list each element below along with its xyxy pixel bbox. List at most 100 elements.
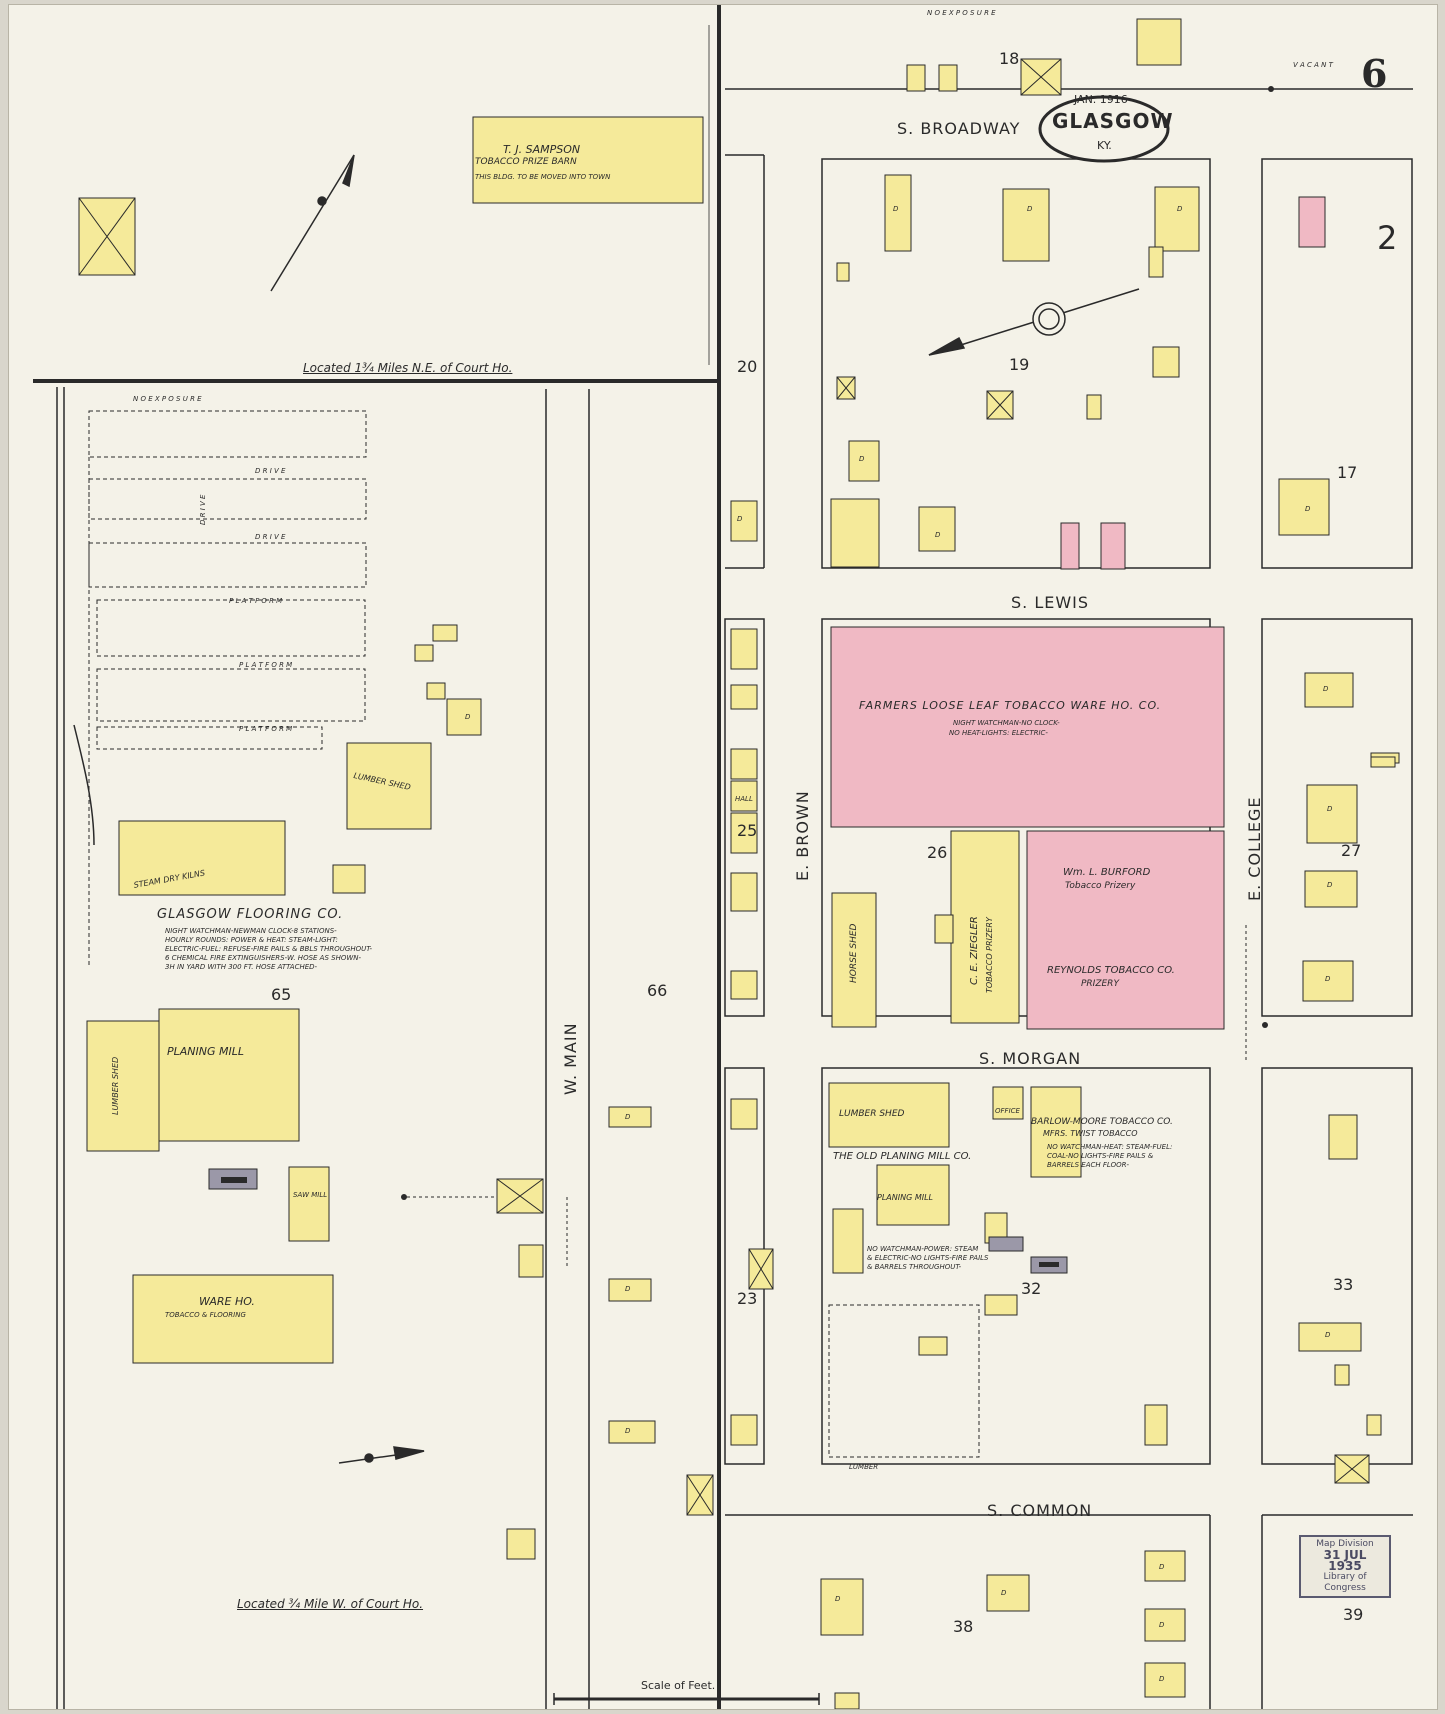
building-note: & ELECTRIC-NO LIGHTS-FIRE PAILS [867,1254,989,1262]
company-label: GLASGOW FLOORING CO. [157,907,344,922]
vacant-label: V A C A N T [1293,61,1333,69]
dwelling-mark: D [1001,1589,1007,1597]
building-label: REYNOLDS TOBACCO CO. [1047,965,1175,976]
building-label: LUMBER SHED [839,1109,905,1119]
block-number: 39 [1343,1605,1364,1624]
street-college: E. COLLEGE [1245,796,1264,902]
building-note: HOURLY ROUNDS: POWER & HEAT: STEAM-LIGHT… [165,936,338,944]
company-label: BARLOW-MOORE TOBACCO CO. [1031,1117,1173,1127]
sheet-number: 6 [1361,51,1388,96]
building-note: NIGHT WATCHMAN-NO CLOCK- [953,719,1060,727]
building-label: PRIZERY [1081,979,1119,989]
building-label: PLANING MILL [877,1193,933,1202]
dwelling-mark: D [1027,205,1033,213]
dwelling-mark: D [465,713,471,721]
building-label: HORSE SHED [849,923,859,983]
drive-label: D R I V E [255,533,286,541]
dwelling-mark: D [1325,975,1331,983]
map-city-title: GLASGOW [1052,109,1174,133]
stamp-date: 31 JUL 1935 [1323,1548,1367,1573]
dwelling-mark: D [1177,205,1183,213]
dwelling-mark: D [625,1113,631,1121]
dwelling-mark: D [893,205,899,213]
platform-label: P L A T F O R M [229,597,283,605]
building-label: TOBACCO PRIZERY [985,917,994,993]
dwelling-mark: D [1327,805,1333,813]
street-lewis: S. LEWIS [1011,593,1090,612]
map-state: KY. [1097,139,1112,152]
stamp-line: Library of Congress [1323,1572,1367,1593]
building-note: NO WATCHMAN-HEAT: STEAM-FUEL: [1047,1143,1173,1151]
street-morgan: S. MORGAN [979,1049,1082,1068]
building-label: T. J. SAMPSON [503,143,581,156]
stamp-line: Map Division [1316,1539,1374,1549]
building-note: 3H IN YARD WITH 300 FT. HOSE ATTACHED- [165,963,318,971]
block-number: 38 [953,1617,974,1636]
building-label: TOBACCO PRIZE BARN [475,157,577,167]
building-label: THIS BLDG. TO BE MOVED INTO TOWN [475,173,611,181]
building-note: BARRELS EACH FLOOR- [1047,1161,1130,1169]
block-number: 2 [1377,219,1398,257]
dwelling-mark: D [1325,1331,1331,1339]
dwelling-mark: D [1327,881,1333,889]
building-note: COAL-NO LIGHTS-FIRE PAILS & [1047,1152,1154,1160]
drive-label: D R I V E [199,494,207,525]
building-label: HALL [735,795,753,803]
block-number: 32 [1021,1279,1042,1298]
building-label: Wm. L. BURFORD [1063,867,1151,878]
location-note-w: Located ¾ Mile W. of Court Ho. [237,1597,424,1611]
map-sheet: JAN. 1916 GLASGOW KY. 6 S. BROADWAY S. L… [8,4,1438,1710]
block-number: 23 [737,1289,758,1308]
street-common: S. COMMON [987,1501,1093,1520]
building-label: WARE HO. [199,1295,255,1308]
lumber-label: LUMBER [849,1463,879,1471]
dwelling-mark: D [1159,1675,1165,1683]
dwelling-mark: D [859,455,865,463]
drive-label: D R I V E [255,467,286,475]
block-number: 20 [737,357,758,376]
street-brown: E. BROWN [793,790,812,881]
dwelling-mark: D [935,531,941,539]
map-date: JAN. 1916 [1074,93,1128,106]
building-label: C. E. ZIEGLER [969,916,980,985]
no-exposure-label: N O E X P O S U R E [133,395,202,403]
dwelling-mark: D [737,515,743,523]
building-label: FARMERS LOOSE LEAF TOBACCO WARE HO. CO. [859,699,1162,712]
building-note: 6 CHEMICAL FIRE EXTINGUISHERS-W. HOSE AS… [165,954,362,962]
building-note: NO HEAT-LIGHTS: ELECTRIC- [949,729,1048,737]
building-label: LUMBER SHED [111,1056,120,1115]
no-exposure-label: N O E X P O S U R E [927,9,996,17]
building-note: & BARRELS THROUGHOUT- [867,1263,962,1271]
building-note: ELECTRIC-FUEL: REFUSE-FIRE PAILS & BBLS … [165,945,373,953]
location-note-ne: Located 1¾ Miles N.E. of Court Ho. [303,361,513,375]
block-number: 25 [737,821,758,840]
building-note: NIGHT WATCHMAN-NEWMAN CLOCK-8 STATIONS- [165,927,337,935]
block-number: 65 [271,985,292,1004]
company-label: MFRS. TWIST TOBACCO [1043,1129,1138,1138]
block-number: 19 [1009,355,1030,374]
street-broadway: S. BROADWAY [897,119,1021,138]
building-note: NO WATCHMAN-POWER: STEAM [867,1245,979,1253]
block-number: 33 [1333,1275,1354,1294]
block-number: 18 [999,49,1020,68]
dwelling-mark: D [625,1285,631,1293]
street-main: W. MAIN [561,1022,580,1095]
dwelling-mark: D [1159,1563,1165,1571]
scale-label: Scale of Feet. [641,1679,716,1692]
building-label: TOBACCO & FLOORING [165,1311,246,1319]
library-stamp: Map Division 31 JUL 1935 Library of Cong… [1299,1535,1391,1598]
platform-label: P L A T F O R M [239,725,293,733]
dwelling-mark: D [1159,1621,1165,1629]
map-linework [33,5,1413,1709]
block-number: 27 [1341,841,1362,860]
building-label: PLANING MILL [167,1045,244,1058]
block-number: 66 [647,981,668,1000]
platform-label: P L A T F O R M [239,661,293,669]
building-label: OFFICE [995,1107,1020,1115]
building-label: Tobacco Prizery [1065,881,1136,891]
dwelling-mark: D [1323,685,1329,693]
dwelling-mark: D [835,1595,841,1603]
company-label: THE OLD PLANING MILL CO. [833,1151,972,1162]
block-number: 26 [927,843,948,862]
dwelling-mark: D [625,1427,631,1435]
